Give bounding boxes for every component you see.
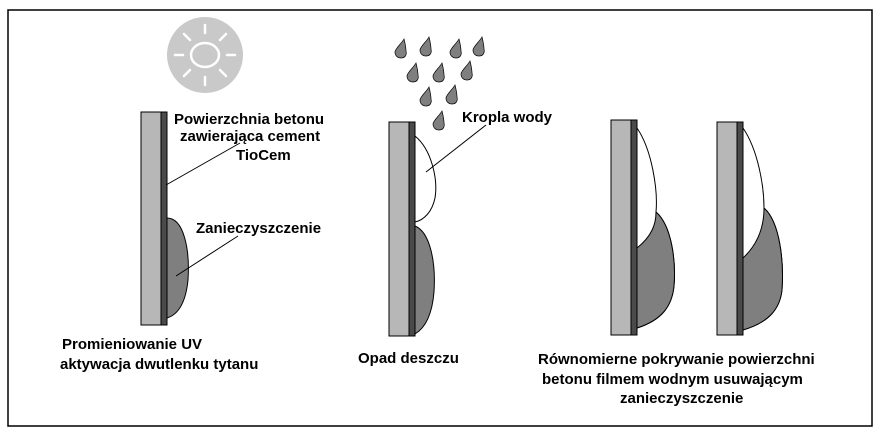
sun-icon — [167, 17, 243, 93]
label-dirt: Zanieczyszczenie — [196, 220, 321, 237]
caption-rain: Opad deszczu — [358, 350, 459, 367]
caption-film-1: Równomierne pokrywanie powierzchni — [538, 351, 815, 368]
label-surface-1: Powierzchnia betonu — [174, 111, 324, 128]
label-drop: Kropla wody — [462, 109, 553, 126]
caption-uv-2: aktywacja dwutlenku tytanu — [60, 356, 258, 373]
label-surface-2: zawierająca cement — [180, 128, 320, 145]
concrete-wall-uv — [141, 112, 167, 325]
concrete-wall-film-a — [611, 120, 637, 335]
caption-film-2: betonu filmem wodnym usuwającym — [542, 371, 803, 388]
label-surface-3: TioCem — [236, 147, 291, 164]
caption-uv-1: Promieniowanie UV — [62, 336, 202, 353]
caption-film-3: zanieczyszczenie — [620, 390, 743, 407]
concrete-wall-rain — [389, 122, 415, 336]
concrete-wall-film-b — [717, 122, 743, 335]
